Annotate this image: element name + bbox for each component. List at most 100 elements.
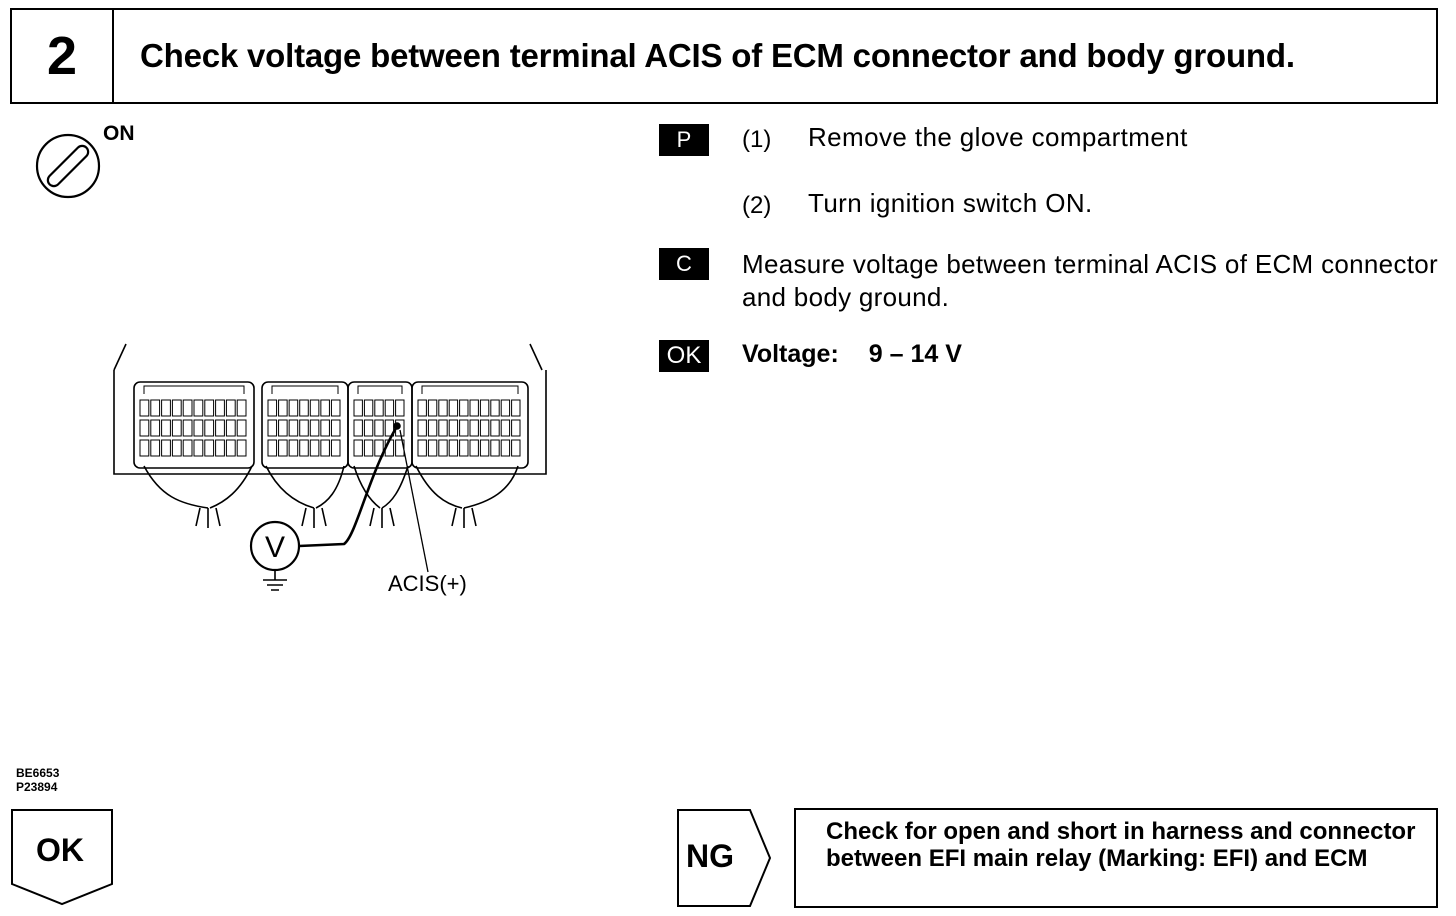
- connector-pin: [438, 419, 448, 437]
- connector-pin: [139, 419, 150, 437]
- connector-pin: [469, 399, 479, 417]
- connector-pin: [215, 439, 225, 457]
- connector-pin: [417, 439, 427, 457]
- connector-pin: [500, 399, 511, 417]
- connector-pin: [215, 419, 225, 437]
- check-instruction: Measure voltage between terminal ACIS of…: [742, 249, 1438, 312]
- connector-pin: [171, 419, 182, 437]
- connector-pin: [469, 439, 479, 457]
- ng-arrow-icon: [677, 809, 772, 907]
- connector-pin: [374, 419, 384, 437]
- connector-pin: [374, 399, 384, 417]
- connector-pin: [448, 439, 459, 457]
- connector-pin: [469, 419, 479, 437]
- ok-result-box: OK: [10, 808, 114, 908]
- connector-pin: [309, 399, 320, 417]
- connector-pin: [299, 419, 309, 437]
- connector-pin: [438, 399, 448, 417]
- connector-pin: [161, 419, 171, 437]
- connector-pin: [490, 439, 500, 457]
- connector-pin: [309, 419, 320, 437]
- connector-pin: [320, 399, 330, 417]
- ng-action-message: Check for open and short in harness and …: [794, 808, 1438, 908]
- check-badge: C: [659, 248, 709, 280]
- connector-pin: [299, 399, 309, 417]
- ecm-connector-diagram: V: [113, 343, 547, 591]
- step-item-text: Remove the glove compartment: [808, 122, 1188, 152]
- connector-pin: [193, 399, 204, 417]
- connector-pin: [384, 399, 395, 417]
- figure-code: P23894: [16, 780, 58, 794]
- connector-pin: [204, 439, 215, 457]
- connector-pin: [288, 419, 299, 437]
- connector-pin: [288, 439, 299, 457]
- connector-pin: [267, 399, 278, 417]
- step-item-number: (2): [742, 192, 772, 219]
- ok-result-label: OK: [36, 832, 84, 868]
- step-title: Check voltage between terminal ACIS of E…: [140, 37, 1295, 74]
- connector-pin: [278, 439, 288, 457]
- connector-pin: [395, 399, 405, 417]
- connector-pin: [363, 419, 374, 437]
- ng-result-label: NG: [686, 838, 734, 874]
- connector-pin: [427, 419, 438, 437]
- connector-block: [347, 381, 413, 469]
- connector-pin: [490, 399, 500, 417]
- connector-pin: [320, 419, 330, 437]
- connector-pin: [161, 439, 171, 457]
- connector-pin: [139, 399, 150, 417]
- connector-block: [133, 381, 255, 469]
- connector-pin: [278, 399, 288, 417]
- connector-pin: [193, 419, 204, 437]
- figure-codes: BE6653 P23894: [16, 766, 59, 794]
- connector-pin: [171, 439, 182, 457]
- connector-pin: [417, 399, 427, 417]
- connector-pin: [225, 439, 236, 457]
- connector-pin: [353, 419, 363, 437]
- voltmeter-symbol: V: [265, 531, 285, 564]
- connector-pin: [374, 439, 384, 457]
- step-item-text: Turn ignition switch ON.: [808, 188, 1093, 218]
- connector-pin: [427, 399, 438, 417]
- connector-pin: [150, 439, 161, 457]
- ignition-on-label: ON: [103, 122, 135, 145]
- connector-pin: [479, 399, 490, 417]
- connector-pin: [417, 419, 427, 437]
- connector-pin: [511, 399, 521, 417]
- connector-pin: [363, 399, 374, 417]
- connector-pin: [459, 439, 469, 457]
- connector-pin: [511, 419, 521, 437]
- connector-pin: [236, 419, 247, 437]
- connector-block: [411, 381, 529, 469]
- connector-pin: [320, 439, 330, 457]
- connector-pin: [353, 439, 363, 457]
- connector-pin: [479, 439, 490, 457]
- connector-pin: [500, 439, 511, 457]
- connector-pin: [309, 439, 320, 457]
- step-number: 2: [12, 10, 114, 102]
- connector-pin: [267, 439, 278, 457]
- connector-pin: [171, 399, 182, 417]
- voltage-spec: Voltage:9 – 14 V: [742, 340, 962, 369]
- connector-block: [261, 381, 349, 469]
- connector-pin: [427, 439, 438, 457]
- connector-pin: [448, 399, 459, 417]
- connector-pin: [161, 399, 171, 417]
- connector-pin: [182, 439, 193, 457]
- connector-pin: [182, 419, 193, 437]
- prep-badge: P: [659, 124, 709, 156]
- connector-pin: [490, 419, 500, 437]
- connector-pin: [215, 399, 225, 417]
- spec-label: Voltage:: [742, 340, 839, 368]
- connector-pin: [479, 419, 490, 437]
- connector-pin: [511, 439, 521, 457]
- connector-pin: [182, 399, 193, 417]
- connector-pin: [288, 399, 299, 417]
- step-header: 2 Check voltage between terminal ACIS of…: [10, 8, 1438, 104]
- connector-pin: [139, 439, 150, 457]
- connector-pin: [236, 399, 247, 417]
- connector-pin: [500, 419, 511, 437]
- ok-shape-icon: [11, 809, 113, 906]
- connector-pin: [353, 399, 363, 417]
- connector-pin: [459, 419, 469, 437]
